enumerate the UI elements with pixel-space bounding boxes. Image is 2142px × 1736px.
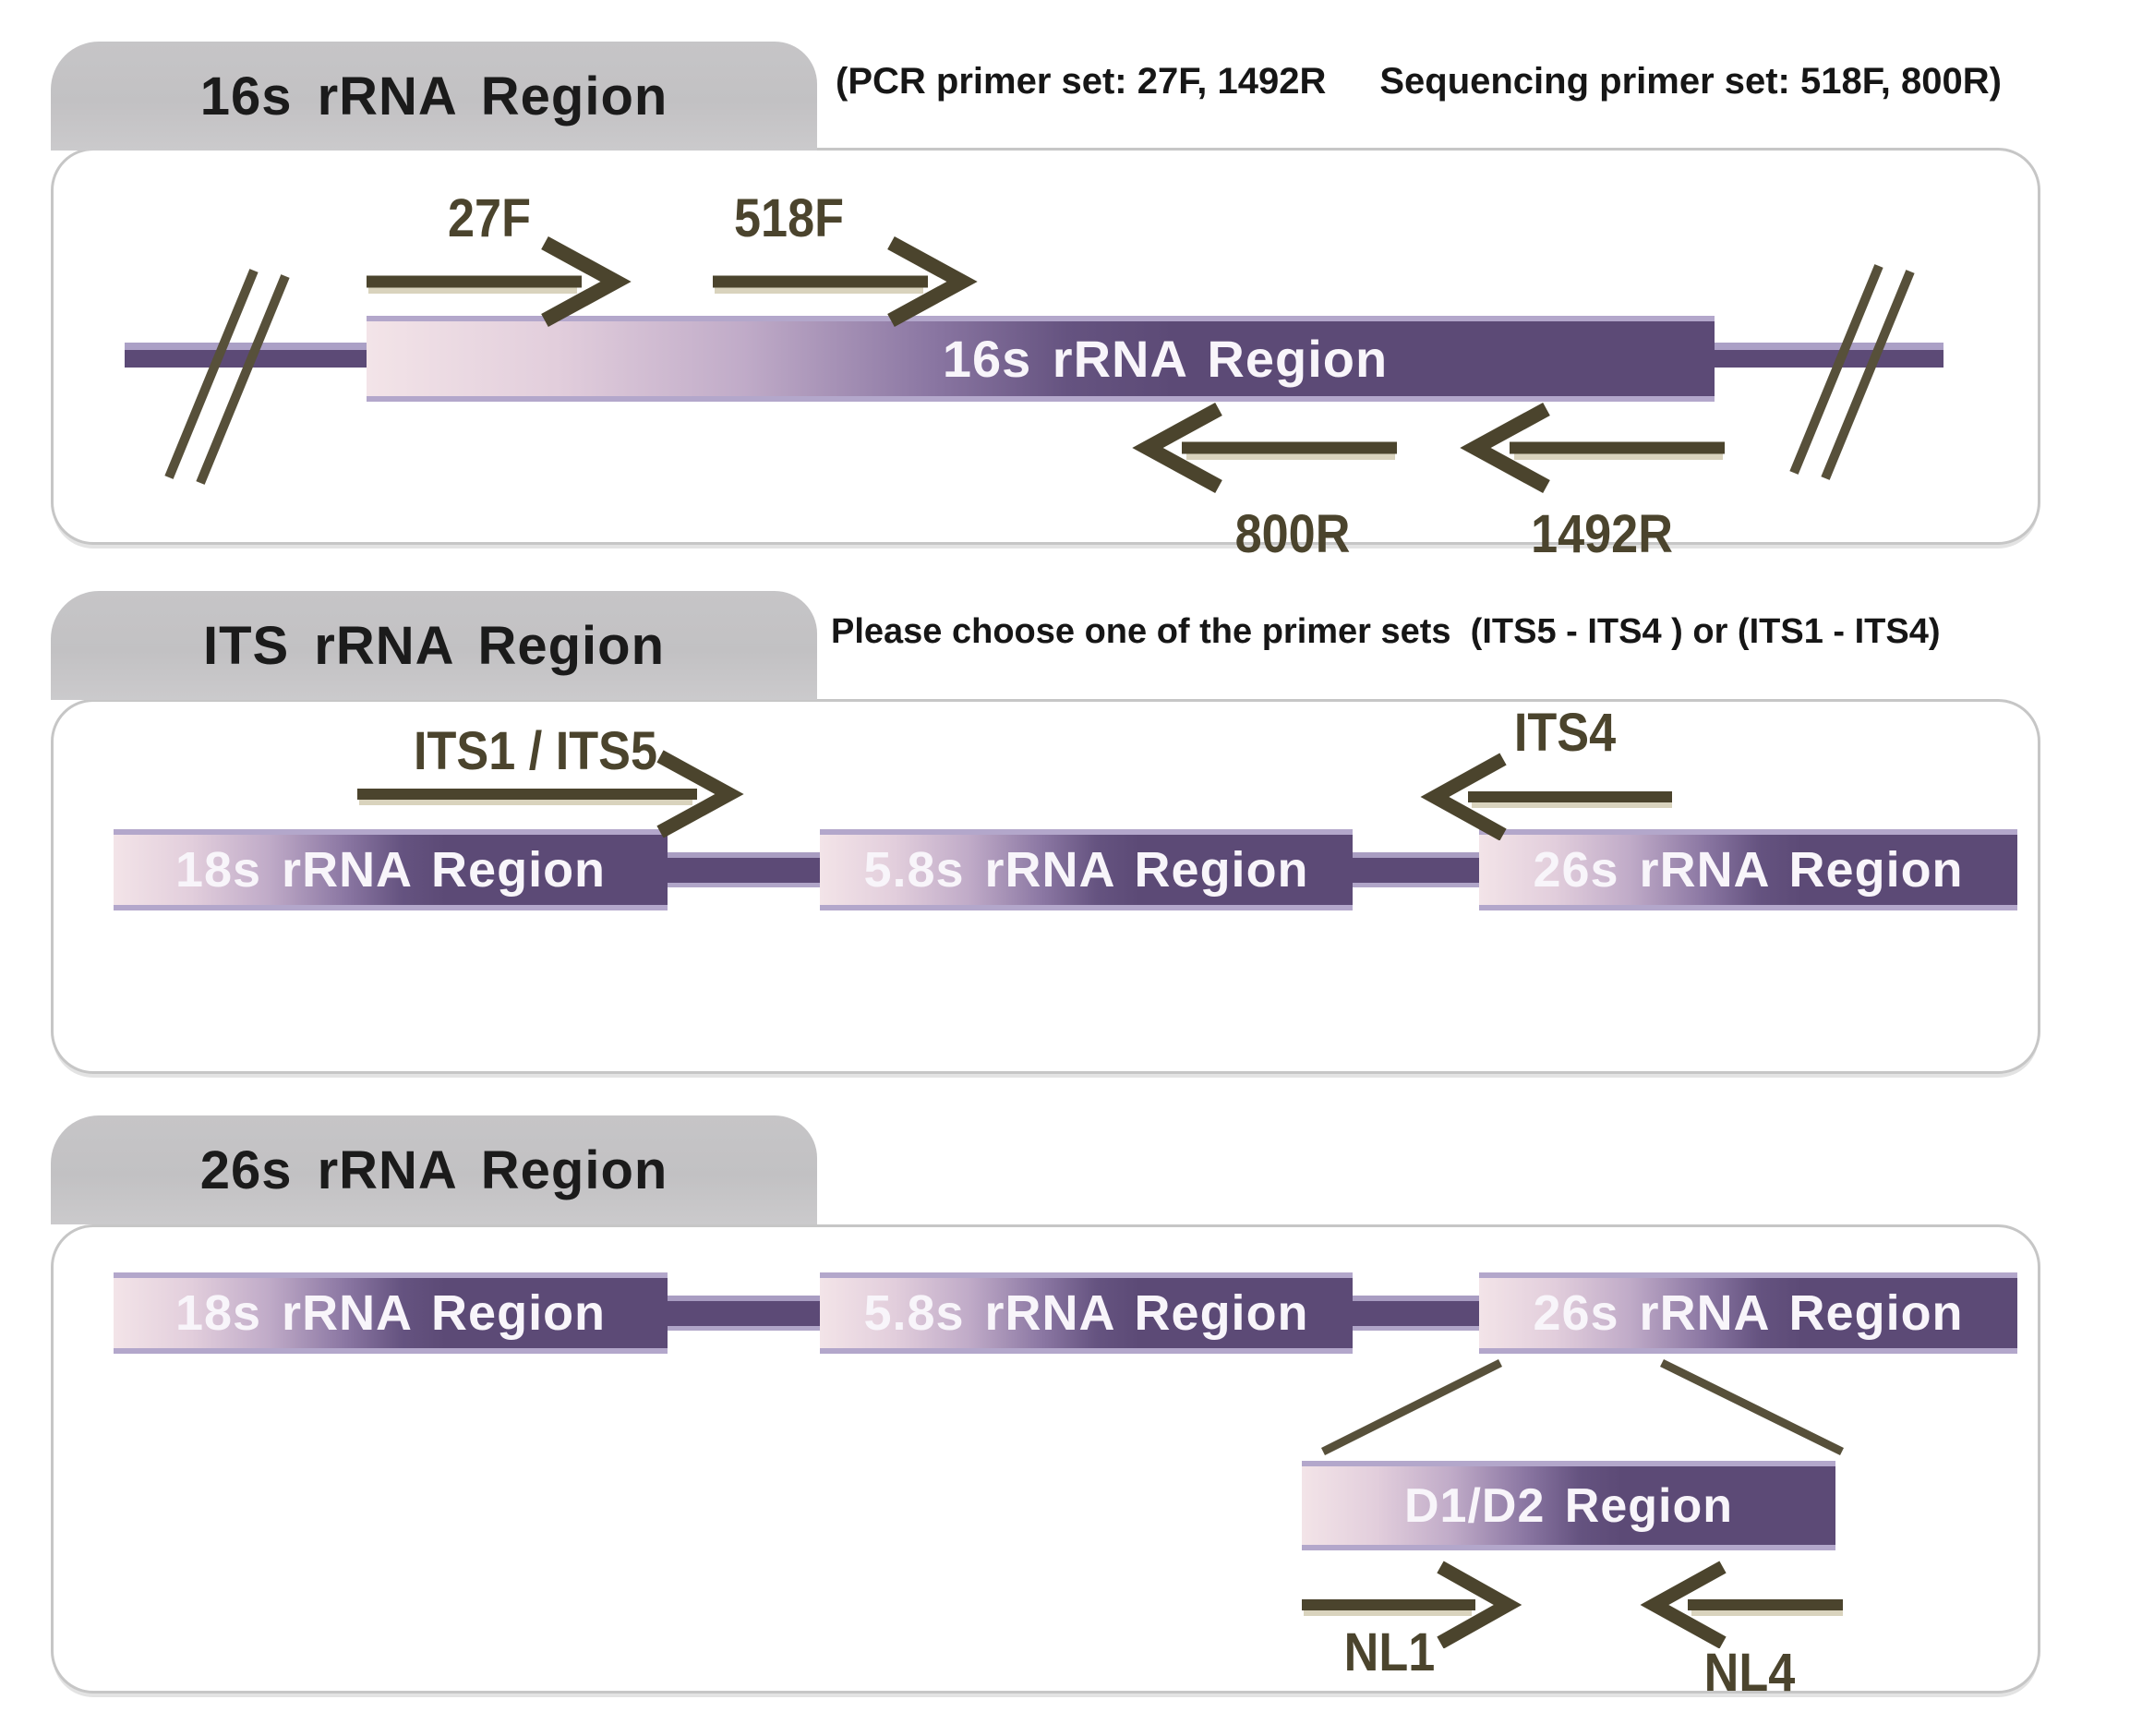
region-bar-d1d2: D1/D2 Region [1302,1461,1835,1550]
its-connector-2 [1353,852,1479,887]
region-bar-18s: 18s rRNA Region [114,829,668,910]
dna-break-icon-left [164,269,290,485]
panel-26s-title: 26s rRNA Region [199,1139,668,1200]
region-bar-16s-label: 16s rRNA Region [942,330,1389,388]
primer-label-27f: 27F [448,188,531,248]
dna-backbone-right [1715,343,1943,368]
forward-primer-arrow-518f [713,235,978,328]
primer-label-nl1: NL1 [1343,1622,1436,1682]
reverse-primer-arrow-800r [1132,402,1397,494]
primer-label-its4: ITS4 [1513,703,1617,763]
forward-primer-arrow-nl1 [1302,1561,1522,1648]
panel-its-tab: ITS rRNA Region [51,591,817,700]
region-bar-18s-b: 18s rRNA Region [114,1272,668,1354]
panel-its-title: ITS rRNA Region [202,615,666,676]
panel-16s-note: (PCR primer set: 27F, 1492R Sequencing p… [836,61,2002,102]
forward-primer-arrow-its1-its5 [357,750,744,838]
region-bar-26s: 26s rRNA Region [1479,829,2017,910]
note-sequencing-primer-set: Sequencing primer set: 518F, 800R) [1379,61,2002,102]
primer-label-nl4: NL4 [1703,1643,1796,1703]
primer-label-518f: 518F [734,188,844,248]
reverse-primer-arrow-nl4 [1640,1561,1843,1648]
26s-connector-1 [668,1296,820,1331]
region-bar-58s-b-label: 5.8s rRNA Region [863,1285,1309,1341]
region-bar-26s-b: 26s rRNA Region [1479,1272,2017,1354]
region-bar-18s-label: 18s rRNA Region [174,842,607,898]
forward-primer-arrow-27f [367,235,632,328]
zoom-lines-icon [1320,1358,1844,1456]
note-pcr-primer-set: (PCR primer set: 27F, 1492R [836,61,1327,102]
region-bar-58s-label: 5.8s rRNA Region [863,842,1309,898]
note-choose-primer-set: Please choose one of the primer sets (IT… [831,612,1941,651]
region-bar-18s-b-label: 18s rRNA Region [174,1285,607,1341]
note-gap [1326,61,1379,102]
region-bar-16s: 16s rRNA Region [367,316,1715,402]
region-bar-26s-label: 26s rRNA Region [1533,842,1964,898]
panel-26s-tab: 26s rRNA Region [51,1115,817,1224]
panel-16s-title: 16s rRNA Region [199,66,668,127]
reverse-primer-arrow-1492r [1460,402,1725,494]
its-connector-1 [668,852,820,887]
dna-break-icon-right [1789,264,1915,480]
panel-its-note: Please choose one of the primer sets (IT… [831,612,1941,652]
region-bar-d1d2-label: D1/D2 Region [1403,1478,1734,1533]
primer-label-800r: 800R [1234,504,1351,564]
panel-16s-tab: 16s rRNA Region [51,42,817,151]
primer-label-1492r: 1492R [1531,504,1673,564]
region-bar-26s-b-label: 26s rRNA Region [1533,1285,1964,1341]
primer-label-its1-its5: ITS1 / ITS5 [413,721,657,781]
region-bar-58s-b: 5.8s rRNA Region [820,1272,1353,1354]
region-bar-58s: 5.8s rRNA Region [820,829,1353,910]
reverse-primer-arrow-its4 [1420,753,1672,840]
26s-connector-2 [1353,1296,1479,1331]
